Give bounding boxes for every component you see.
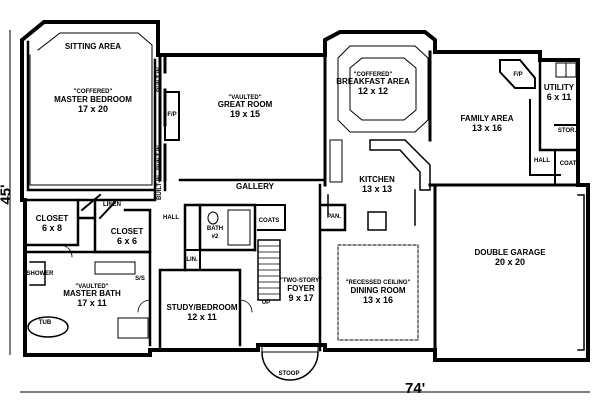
tub <box>227 209 251 246</box>
family-area-dims: 13 x 16 <box>471 123 503 133</box>
foyer-dims: 9 x 17 <box>288 293 314 303</box>
garage-door <box>577 194 585 351</box>
dining-label: DINING ROOM <box>350 286 406 295</box>
stairs-up-label: UP <box>261 300 271 306</box>
counter <box>369 139 431 191</box>
wall <box>349 57 417 121</box>
master-bath-dims: 17 x 11 <box>77 298 107 308</box>
master-bath-note: "VAULTED" <box>75 284 109 290</box>
family-fireplace-label: F/P <box>513 72 523 78</box>
vanity <box>94 261 136 275</box>
wall <box>254 204 286 231</box>
wall <box>26 178 327 202</box>
breakfast-area-label: BREAKFAST AREA <box>336 77 410 86</box>
garage-dims: 20 x 20 <box>494 257 526 267</box>
built-in-label: BUILT-IN <box>157 67 163 92</box>
wall <box>529 99 579 186</box>
kitchen-label: KITCHEN <box>359 175 395 184</box>
master-bedroom-label: MASTER BEDROOM <box>54 95 132 104</box>
great-room-note: "VAULTED" <box>228 95 262 101</box>
wall <box>80 193 117 220</box>
utility-dims: 6 x 11 <box>546 92 572 102</box>
linen-label: LINEN <box>103 202 121 208</box>
wall <box>318 183 347 352</box>
great-room-fireplace-label: F/P <box>167 112 177 118</box>
storage-label: STOR. <box>557 128 577 134</box>
overall-depth: 45' <box>0 184 15 205</box>
tub-label: TUB <box>38 320 52 326</box>
shower-label: SHOWER <box>26 271 54 277</box>
family-area-label: FAMILY AREA <box>460 114 514 123</box>
dryer <box>565 62 577 78</box>
door <box>59 244 253 313</box>
wall <box>158 268 242 352</box>
washer <box>555 62 567 78</box>
stair-treads <box>257 245 281 295</box>
breakfast-area-dims: 12 x 12 <box>357 86 389 96</box>
dining-note: "RECESSED CEILING" <box>345 280 411 286</box>
hall-left-label: HALL <box>163 215 179 221</box>
garage-label: DOUBLE GARAGE <box>474 248 546 257</box>
fireplace <box>499 59 536 89</box>
closet-1-dims: 6 x 8 <box>41 223 63 233</box>
great-room-dims: 19 x 15 <box>229 109 261 119</box>
stoop-label: STOOP <box>278 371 300 377</box>
closet-2-label: CLOSET <box>110 227 144 236</box>
wall <box>538 58 580 152</box>
bath-2-label: BATH <box>206 226 224 232</box>
stoop-pad <box>261 345 319 353</box>
dining-dims: 13 x 16 <box>362 295 394 305</box>
wall <box>428 50 580 187</box>
shower <box>29 261 46 286</box>
hall-right-label: HALL <box>534 158 550 164</box>
study-label: STUDY/BEDROOM <box>166 303 238 312</box>
overall-width: 74' <box>405 380 426 397</box>
foyer-note: "TWO-STORY" <box>279 278 323 284</box>
coats-foyer-label: COATS <box>258 218 280 224</box>
lin-closet-label: LIN. <box>186 257 198 263</box>
gallery-label: GALLERY <box>236 182 274 191</box>
exterior-wall <box>20 20 590 362</box>
built-in-label: BUILT-IN <box>157 145 163 170</box>
breakfast-area-note: "COFFERED" <box>353 72 393 78</box>
built-in-label: BUILT-IN <box>157 175 163 200</box>
utility-label: UTILITY <box>543 83 575 92</box>
tub <box>27 316 69 338</box>
sitting-area-label: SITTING AREA <box>64 42 122 51</box>
study-dims: 12 x 11 <box>187 312 217 322</box>
foyer-label: FOYER <box>287 284 315 293</box>
fireplace <box>164 91 180 141</box>
range <box>329 139 343 183</box>
closet-2-dims: 6 x 6 <box>116 236 138 246</box>
toilet <box>207 211 219 225</box>
coats-right-label: COATS <box>559 161 581 167</box>
bath-2-number: #2 <box>211 234 219 240</box>
closet-1-label: CLOSET <box>35 214 69 223</box>
wall <box>29 32 153 186</box>
island <box>367 211 387 231</box>
master-bath-label: MASTER BATH <box>63 289 121 298</box>
recessed-ceiling <box>337 244 419 341</box>
wall <box>26 250 152 347</box>
pantry-label: PAN. <box>327 214 341 220</box>
wall <box>337 45 429 133</box>
ss-label: S/S <box>135 276 145 282</box>
kitchen-dims: 13 x 13 <box>361 184 393 194</box>
vanity <box>117 317 149 339</box>
great-room-label: GREAT ROOM <box>217 100 273 109</box>
master-bedroom-note: "COFFERED" <box>73 89 113 95</box>
stoop <box>261 351 319 381</box>
wall <box>26 40 157 192</box>
master-bedroom-dims: 17 x 20 <box>77 104 109 114</box>
